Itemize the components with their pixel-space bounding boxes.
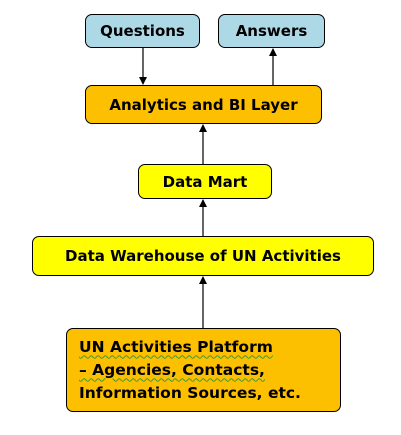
answers-box: Answers — [218, 14, 325, 48]
platform-line-1: UN Activities Platform — [79, 337, 273, 356]
platform-line-2: – Agencies, Contacts, — [79, 360, 265, 379]
platform-line-3: Information Sources, etc. — [79, 383, 301, 402]
data-mart-box: Data Mart — [138, 164, 272, 199]
questions-box: Questions — [85, 14, 200, 48]
data-warehouse-box: Data Warehouse of UN Activities — [32, 236, 374, 276]
analytics-bi-layer-box: Analytics and BI Layer — [85, 85, 322, 124]
un-activities-platform-box: UN Activities Platform – Agencies, Conta… — [66, 328, 341, 412]
